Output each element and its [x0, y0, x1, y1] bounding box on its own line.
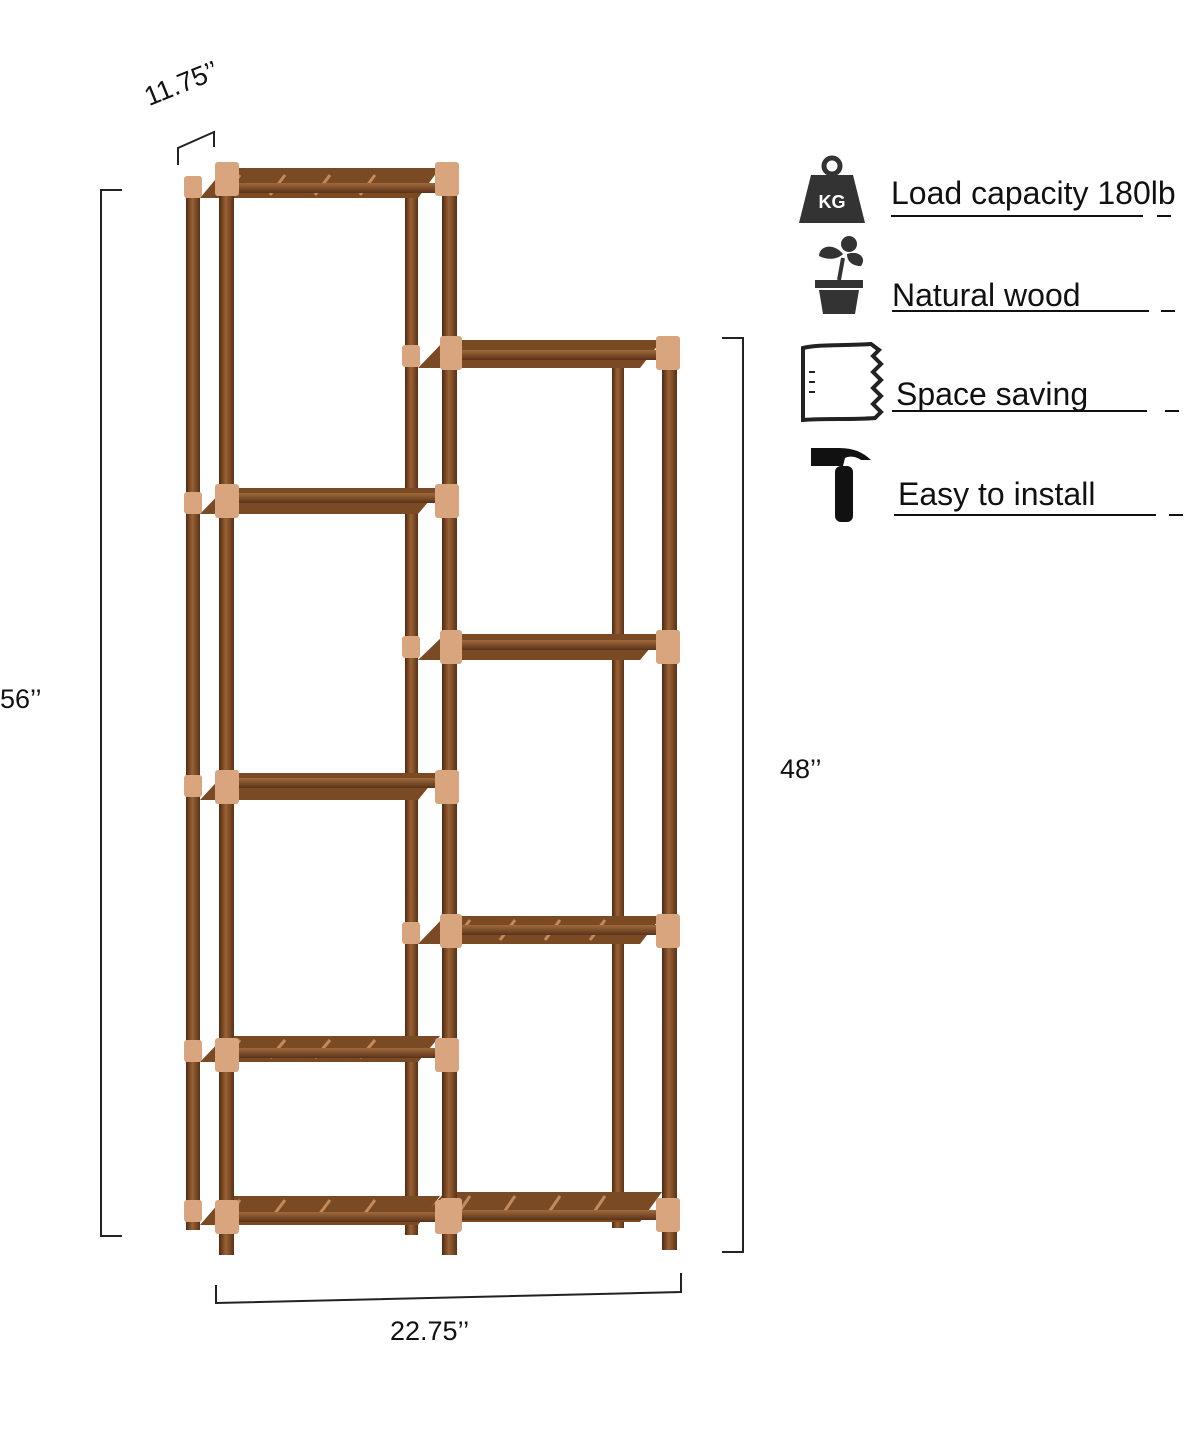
connectors — [184, 162, 680, 1234]
depth-bracket — [177, 130, 215, 165]
underline — [894, 514, 1156, 516]
feature-label-space-saving: Space saving — [896, 376, 1089, 412]
dimension-lines — [100, 130, 744, 1305]
right-height-bracket — [722, 337, 744, 1253]
feature-easy-install: Easy to install — [795, 442, 1192, 522]
width-bracket — [215, 1273, 682, 1305]
width-label: 22.75’’ — [390, 1316, 470, 1346]
feature-label-load-capacity: Load capacity 180lb — [891, 175, 1176, 211]
front-rails — [230, 183, 665, 1222]
right-height-label: 48’’ — [780, 754, 822, 784]
feature-label-natural-wood: Natural wood — [892, 277, 1081, 313]
hammer-icon — [795, 442, 885, 522]
front-posts — [219, 180, 677, 1255]
potted-plant-icon — [795, 232, 885, 314]
total-height-label: 56’’ — [0, 684, 42, 714]
back-posts — [186, 180, 624, 1235]
underline-dash — [1169, 514, 1183, 516]
feature-natural-wood: Natural wood — [795, 232, 1192, 314]
kg-icon-text: KG — [819, 192, 846, 212]
feature-label-easy-install: Easy to install — [898, 476, 1096, 512]
weight-kg-icon: KG — [795, 155, 885, 235]
feature-load-capacity: KG Load capacity 180lb — [795, 155, 1192, 235]
underline — [891, 215, 1143, 217]
underline-dash — [1161, 310, 1175, 312]
feature-space-saving: Space saving — [795, 342, 1192, 422]
underline-dash — [1165, 410, 1179, 412]
underline — [892, 410, 1147, 412]
underline — [892, 310, 1149, 312]
total-height-bracket — [100, 189, 122, 1237]
underline-dash — [1157, 215, 1171, 217]
compressed-box-icon — [795, 342, 885, 422]
